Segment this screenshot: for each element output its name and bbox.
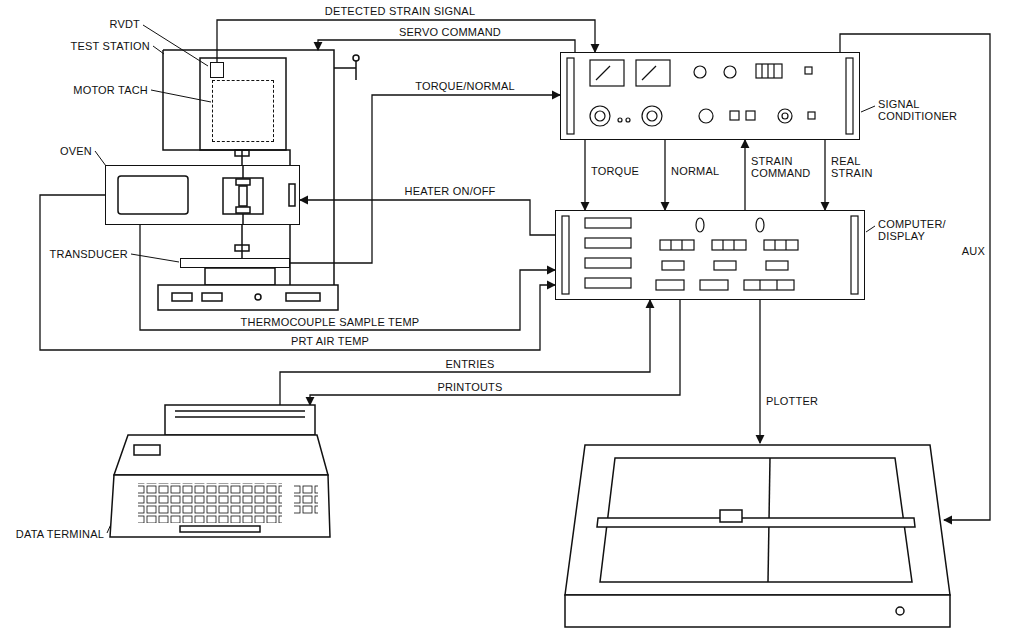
rvdt-sensor: RVDT bbox=[210, 62, 224, 78]
signal-label: TORQUE/NORMAL bbox=[415, 80, 515, 92]
signal-label: DETECTED STRAIN SIGNAL bbox=[325, 5, 475, 17]
terminal-drawing bbox=[110, 405, 330, 540]
part-label: RVDT bbox=[109, 18, 140, 30]
signal-label: THERMOCOUPLE SAMPLE TEMP bbox=[241, 316, 420, 328]
signal-wire bbox=[760, 34, 990, 520]
signal-label: HEATER ON/OFF bbox=[404, 185, 495, 197]
part-label: COMPUTER/ DISPLAY bbox=[878, 218, 958, 242]
signal-label: SERVO COMMAND bbox=[399, 26, 501, 38]
signal-label: PRT AIR TEMP bbox=[291, 335, 369, 347]
signal-label: PRINTOUTS bbox=[437, 381, 502, 393]
plotter-drawing bbox=[565, 445, 950, 627]
computer-display: COMPUTER/ DISPLAY bbox=[555, 210, 865, 300]
part-label: TEST STATION bbox=[71, 40, 150, 52]
part-label: OVEN bbox=[60, 145, 92, 157]
computer-panel bbox=[562, 216, 858, 294]
data-terminal: DATA TERMINAL bbox=[110, 405, 330, 540]
part-label: TRANSDUCER bbox=[50, 248, 128, 260]
oven-interior bbox=[106, 166, 301, 226]
oven-box: OVEN bbox=[105, 165, 300, 225]
signal-line bbox=[310, 300, 680, 405]
signal-line bbox=[664, 140, 665, 210]
part-label: SIGNAL CONDITIONER bbox=[878, 98, 978, 122]
transducer-plate: TRANSDUCER bbox=[180, 258, 290, 268]
signal-line bbox=[290, 95, 560, 263]
signal-label: TORQUE bbox=[591, 165, 639, 177]
signal-conditioner: SIGNAL CONDITIONER bbox=[560, 52, 860, 140]
signal-line bbox=[280, 300, 650, 405]
leader-line bbox=[95, 25, 875, 533]
part-label: MOTOR TACH bbox=[73, 84, 148, 96]
signal-conditioner-panel bbox=[567, 58, 853, 134]
signal-line bbox=[217, 20, 595, 62]
signal-label: REAL STRAIN bbox=[831, 155, 881, 179]
signal-line bbox=[300, 200, 555, 235]
signal-line bbox=[584, 140, 585, 210]
signal-line bbox=[744, 140, 745, 210]
signal-label: AUX bbox=[962, 245, 985, 257]
signal-label: ENTRIES bbox=[445, 358, 494, 370]
part-label: DATA TERMINAL bbox=[16, 528, 104, 540]
motor-tach: MOTOR TACH bbox=[212, 80, 274, 142]
signal-label: PLOTTER bbox=[766, 395, 818, 407]
signal-line bbox=[140, 225, 555, 330]
signal-line bbox=[824, 140, 825, 210]
signal-label: NORMAL bbox=[671, 165, 719, 177]
signal-label: STRAIN COMMAND bbox=[751, 155, 813, 179]
signal-line bbox=[318, 40, 575, 52]
